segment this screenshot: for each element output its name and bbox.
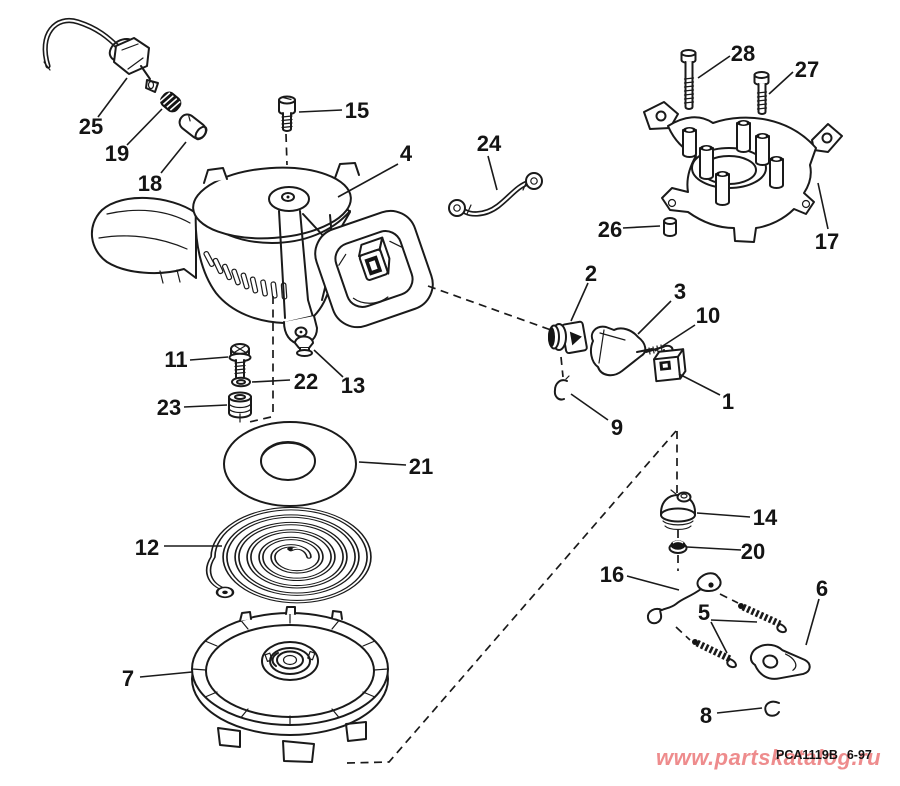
part-21-washer-disc xyxy=(223,421,357,507)
callout-21: 21 xyxy=(409,454,433,479)
part-22-washer xyxy=(231,376,251,388)
part-28-bolt xyxy=(680,49,697,110)
callout-2: 2 xyxy=(585,261,597,286)
diagram-date: 6-97 xyxy=(846,748,872,762)
part-25-rope-grommet xyxy=(44,21,159,93)
callout-3: 3 xyxy=(674,279,686,304)
callout-4: 4 xyxy=(400,141,413,166)
callout-12: 12 xyxy=(135,535,159,560)
document-code: PCA1119B 6-97 xyxy=(776,748,881,762)
callout-17: 17 xyxy=(815,229,839,254)
assembly-dashed-lines xyxy=(244,133,739,764)
callout-16: 16 xyxy=(600,562,624,587)
part-24-ground-wire xyxy=(448,172,543,217)
pulley-rim-notches xyxy=(191,612,389,726)
callout-9: 9 xyxy=(611,415,623,440)
diagram-code: PCA1119B xyxy=(776,748,838,762)
bracket-studs xyxy=(682,120,784,206)
part-8-retainer-ring xyxy=(764,700,780,717)
part-11-screw xyxy=(228,343,252,381)
part-2-anchor-bushing xyxy=(548,320,588,355)
callout-5: 5 xyxy=(698,600,710,625)
callout-22: 22 xyxy=(294,369,318,394)
callout-labels: 25 19 18 15 4 24 28 27 17 26 2 3 10 1 9 … xyxy=(79,41,839,728)
part-27-bolt xyxy=(753,71,770,115)
callout-13: 13 xyxy=(341,373,365,398)
callout-7: 7 xyxy=(122,666,134,691)
callout-28: 28 xyxy=(731,41,755,66)
callout-19: 19 xyxy=(105,141,129,166)
part-5-springs xyxy=(692,603,787,669)
part-15-screw xyxy=(278,95,296,132)
part-20-nut xyxy=(668,540,688,554)
callout-8: 8 xyxy=(700,703,712,728)
housing-rope-guide-plate xyxy=(314,209,434,329)
callout-27: 27 xyxy=(795,57,819,82)
watermark-text: www.partskatalog.ru xyxy=(656,745,882,770)
part-1-friction-block xyxy=(653,348,687,383)
part-14-cap xyxy=(660,489,696,531)
part-26-bushing xyxy=(663,217,677,237)
callout-26: 26 xyxy=(598,217,622,242)
callout-20: 20 xyxy=(741,539,765,564)
callout-10: 10 xyxy=(696,303,720,328)
part-4-starter-housing xyxy=(90,162,434,346)
part-17-bracket xyxy=(643,101,843,243)
callout-18: 18 xyxy=(138,171,162,196)
part-12-rewind-spring xyxy=(209,509,369,602)
part-9-clip xyxy=(553,375,570,401)
callout-6: 6 xyxy=(816,576,828,601)
part-7-pulley xyxy=(191,606,389,763)
leader-lines xyxy=(97,55,829,714)
part-16-wire-link xyxy=(646,572,722,625)
callout-14: 14 xyxy=(753,505,778,530)
part-19-spring xyxy=(159,91,182,113)
part-6-cam xyxy=(749,643,811,680)
part-18-pin xyxy=(178,113,208,141)
part-23-spacer xyxy=(228,391,252,423)
callout-24: 24 xyxy=(477,131,502,156)
callout-1: 1 xyxy=(722,389,734,414)
callout-15: 15 xyxy=(345,98,369,123)
part-13-rivet xyxy=(294,335,314,357)
part-3-pawl xyxy=(589,325,653,377)
callout-25: 25 xyxy=(79,114,103,139)
callout-11: 11 xyxy=(164,347,187,372)
callout-23: 23 xyxy=(157,395,181,420)
